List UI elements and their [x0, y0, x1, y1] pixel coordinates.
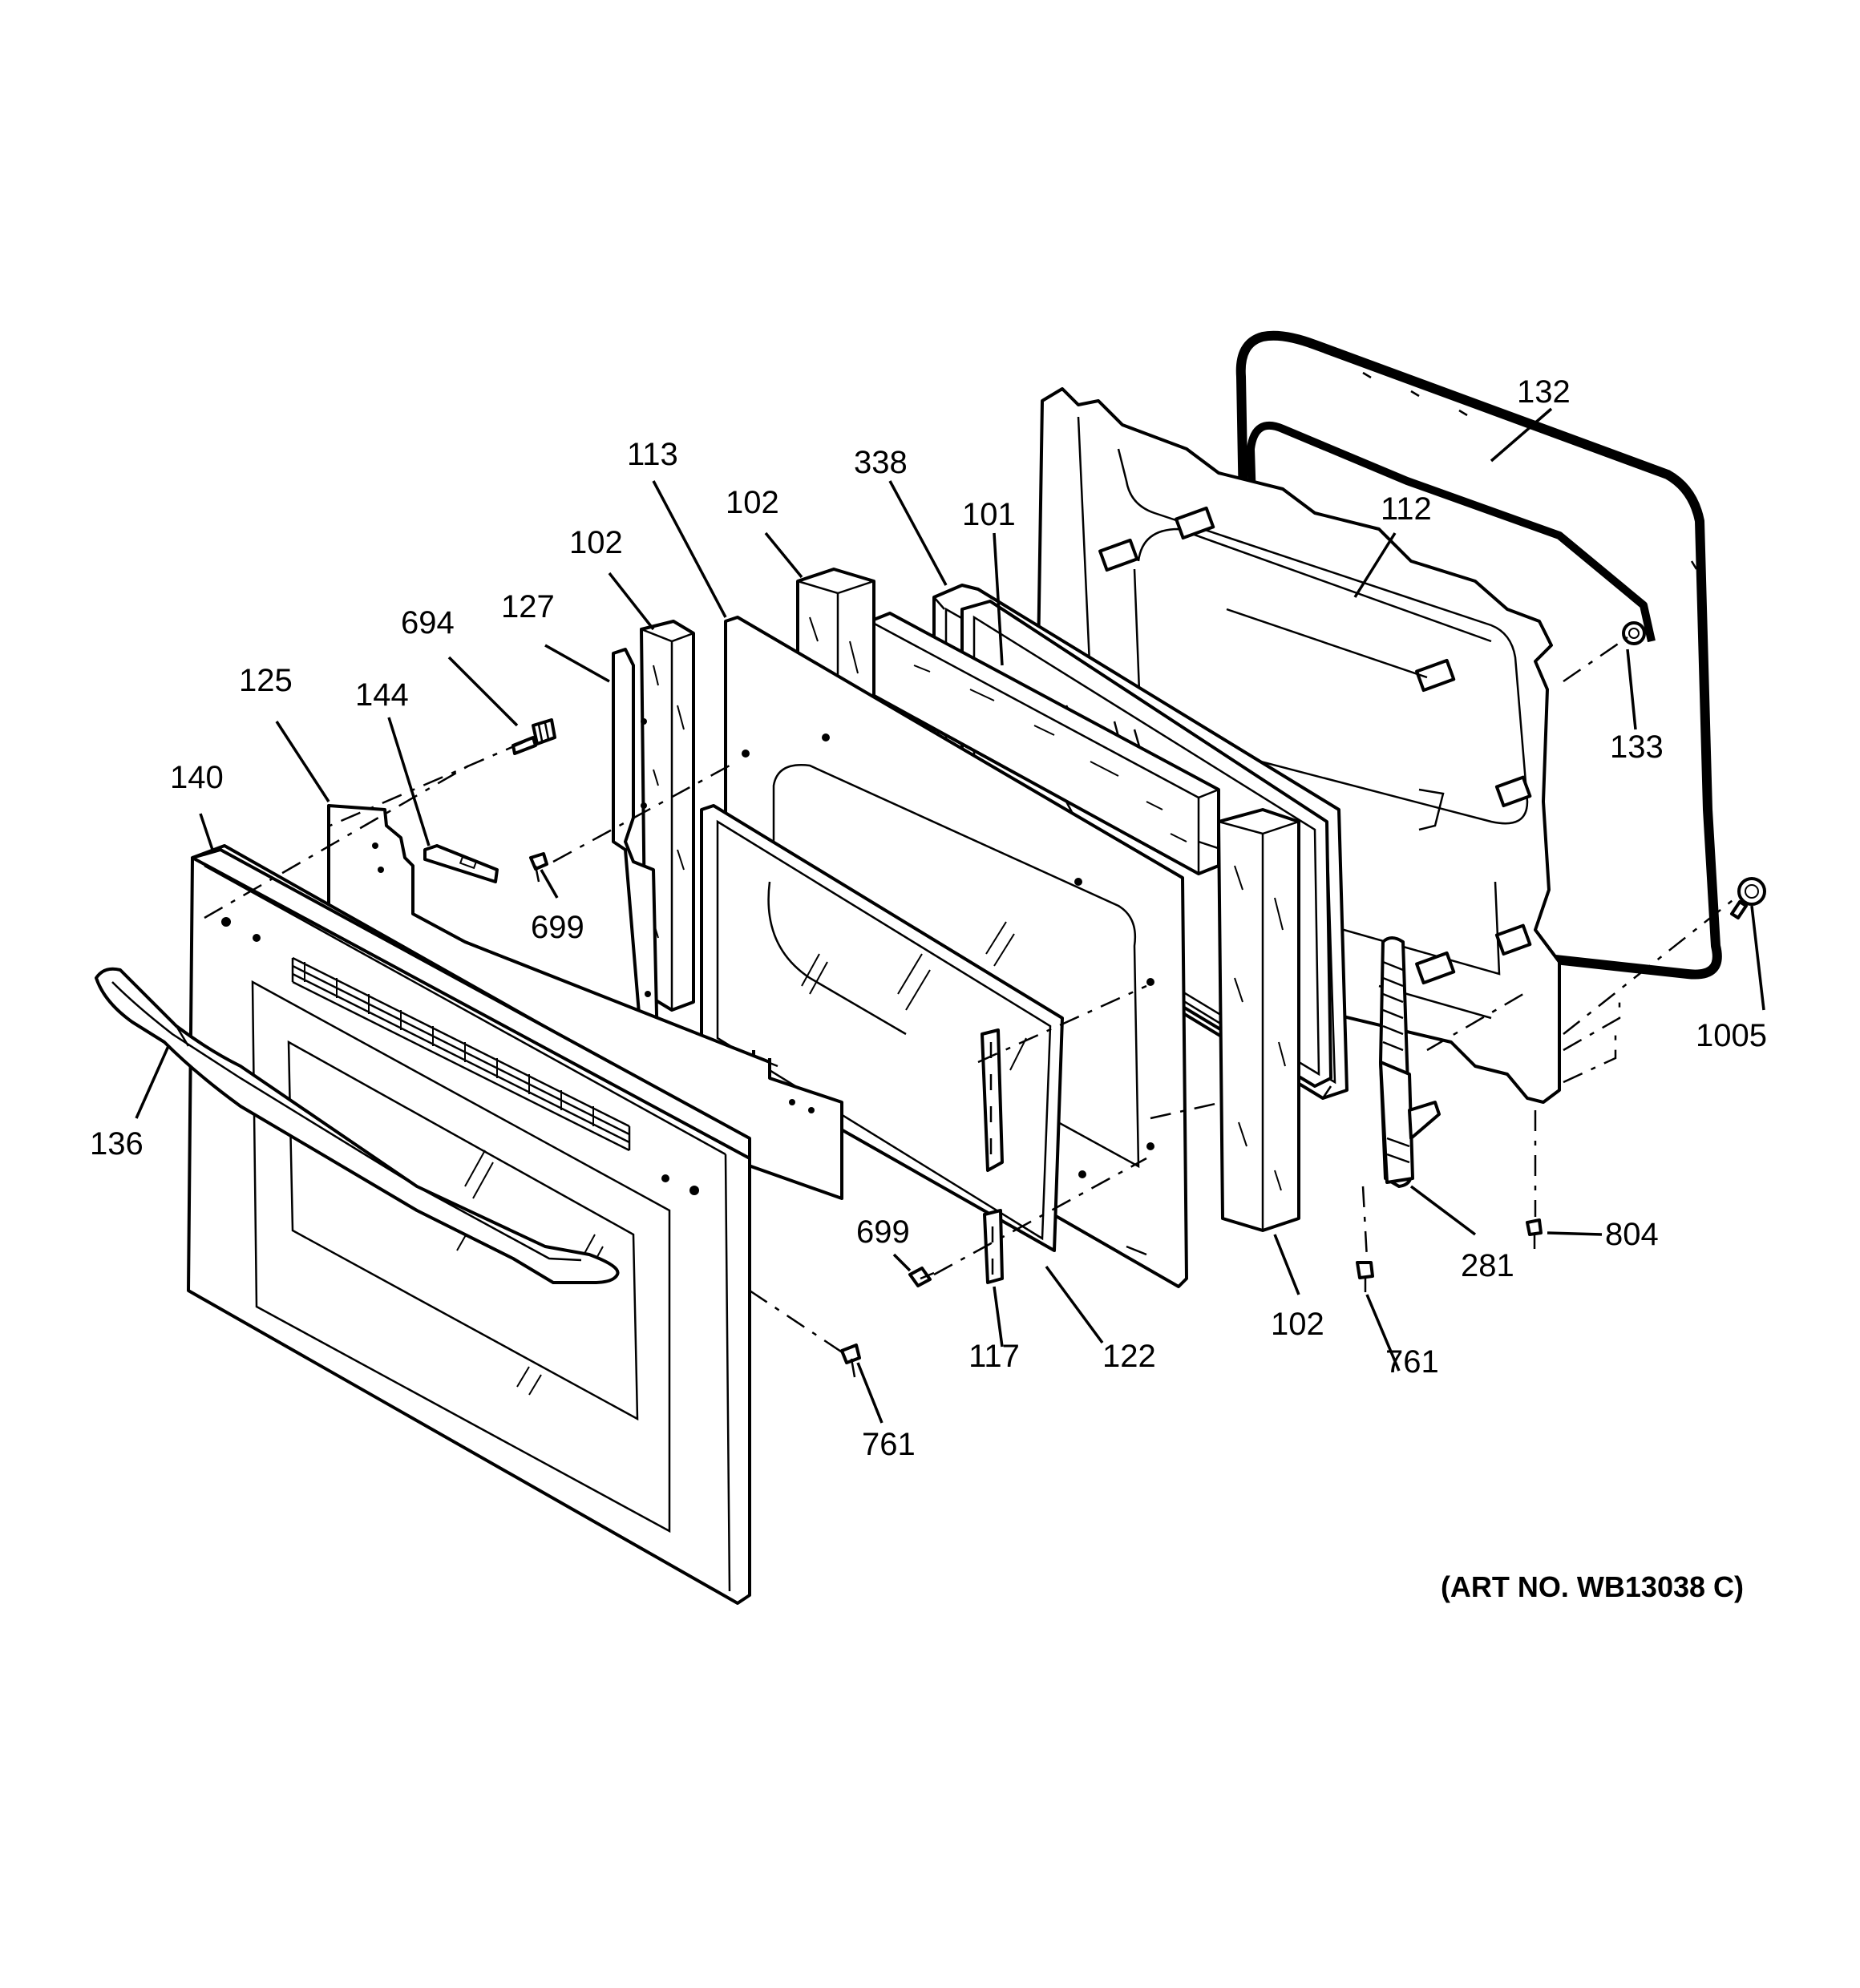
- label-761-hinge: 761: [1385, 1344, 1439, 1380]
- label-113: 113: [627, 437, 678, 472]
- plate-144: [423, 844, 499, 883]
- screw-699-lower: [908, 1267, 935, 1287]
- insulation-102-right: [1217, 808, 1300, 1232]
- label-112: 112: [1381, 491, 1432, 527]
- label-102-middle: 102: [726, 485, 779, 520]
- label-133: 133: [1610, 729, 1664, 765]
- label-101: 101: [962, 497, 1016, 532]
- part-labels: 132 112 133 1005 338 101 113 102 102 102…: [90, 374, 1767, 1603]
- label-117: 117: [968, 1339, 1020, 1374]
- label-122: 122: [1102, 1339, 1156, 1374]
- hinge-retainer-117: [981, 1028, 1004, 1284]
- screw-133: [1622, 621, 1646, 645]
- screw-694: [512, 718, 556, 755]
- label-804: 804: [1605, 1217, 1659, 1252]
- door-handle-136: [95, 967, 620, 1284]
- label-136: 136: [90, 1126, 144, 1162]
- label-132: 132: [1517, 374, 1571, 410]
- label-281: 281: [1461, 1248, 1514, 1283]
- assembly-lines: [204, 636, 1737, 1355]
- label-102-right: 102: [1271, 1307, 1324, 1342]
- screw-761-hinge: [1356, 1261, 1374, 1292]
- label-338: 338: [854, 445, 908, 480]
- inner-glass-122: [700, 804, 1147, 1256]
- art-number: (ART NO. WB13038 C): [1441, 1570, 1744, 1603]
- leader-lines: [135, 407, 1765, 1424]
- label-127: 127: [501, 589, 555, 624]
- label-699-lower: 699: [856, 1214, 910, 1250]
- screw-804: [1526, 1218, 1543, 1249]
- label-140: 140: [170, 760, 224, 795]
- side-trim-127: [612, 648, 659, 1052]
- label-761-front: 761: [862, 1427, 916, 1462]
- screw-761-front: [840, 1344, 861, 1378]
- hinge-281: [1379, 936, 1441, 1188]
- label-1005: 1005: [1696, 1018, 1767, 1053]
- label-102-left: 102: [569, 525, 623, 560]
- label-699-upper: 699: [531, 910, 584, 945]
- label-125: 125: [239, 663, 293, 698]
- screw-1005: [1730, 877, 1766, 919]
- screw-699-upper: [529, 852, 548, 883]
- label-694: 694: [401, 605, 455, 640]
- label-144: 144: [355, 677, 409, 713]
